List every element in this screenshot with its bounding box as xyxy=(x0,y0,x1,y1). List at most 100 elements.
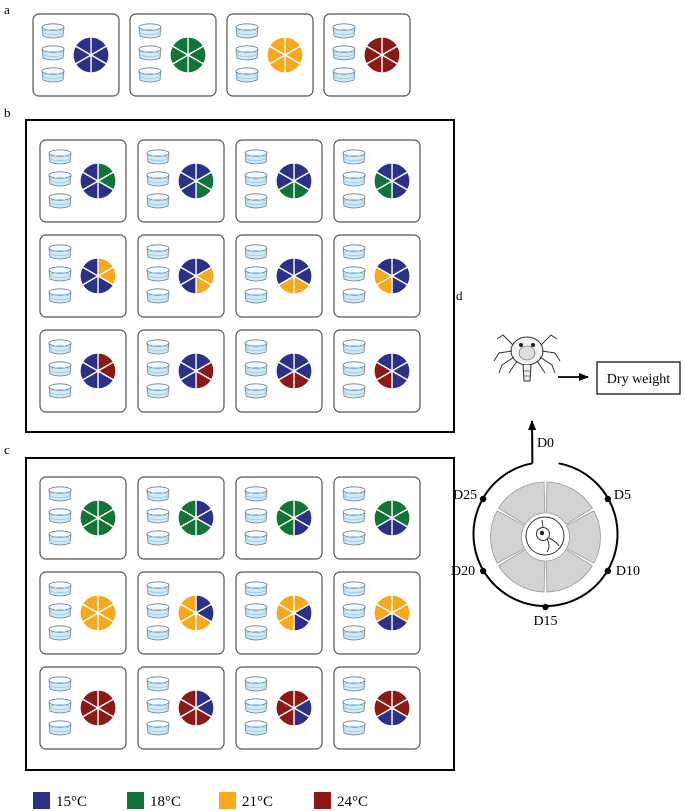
culture-cell xyxy=(39,476,127,560)
ring-compartment xyxy=(545,481,593,526)
legend-swatch xyxy=(314,792,331,809)
culture-cell xyxy=(333,571,421,655)
ring-compartment xyxy=(498,481,546,526)
water-cup-icon xyxy=(244,149,268,165)
temperature-pie xyxy=(363,36,401,74)
pie-slice-red xyxy=(179,689,197,710)
water-cup-icon xyxy=(342,244,366,260)
water-cup-icon xyxy=(48,171,72,187)
legend-swatch xyxy=(33,792,50,809)
temperature-pie xyxy=(373,257,411,295)
water-cup-icon xyxy=(342,266,366,282)
adult-crab-icon xyxy=(493,334,561,382)
water-cup-icon xyxy=(244,244,268,260)
temperature-pie xyxy=(177,257,215,295)
water-cup-icon xyxy=(342,361,366,377)
water-cup-icon xyxy=(146,383,170,399)
culture-cell xyxy=(39,571,127,655)
pie-slice-orange xyxy=(81,594,99,615)
temperature-pie xyxy=(373,499,411,537)
water-cup-icon xyxy=(146,149,170,165)
legend-item: 15°C xyxy=(33,792,87,810)
water-cup-icon xyxy=(332,23,356,39)
temperature-pie xyxy=(79,352,117,390)
culture-cell xyxy=(226,13,314,97)
water-cup-icon xyxy=(48,581,72,597)
pie-slice-orange xyxy=(268,36,286,57)
pie-slice-blue xyxy=(179,257,197,278)
pie-slice-blue xyxy=(277,162,295,183)
water-cup-icon xyxy=(138,45,162,61)
temperature-pie xyxy=(177,499,215,537)
water-cup-icon xyxy=(48,288,72,304)
temperature-pie xyxy=(373,162,411,200)
panel-label-b: b xyxy=(4,105,11,120)
water-cup-icon xyxy=(48,361,72,377)
water-cup-icon xyxy=(41,67,65,83)
legend-label: 15°C xyxy=(56,794,87,810)
day-marker-dot xyxy=(479,567,487,575)
water-cup-icon xyxy=(342,383,366,399)
water-cup-icon xyxy=(342,530,366,546)
culture-cell xyxy=(333,666,421,750)
culture-cell xyxy=(235,139,323,223)
water-cup-icon xyxy=(48,508,72,524)
water-cup-icon xyxy=(244,288,268,304)
water-cup-icon xyxy=(138,23,162,39)
culture-cell xyxy=(137,234,225,318)
water-cup-icon xyxy=(48,383,72,399)
day-marker-dot xyxy=(604,495,612,503)
temperature-pie xyxy=(169,36,207,74)
culture-cell xyxy=(137,476,225,560)
water-cup-icon xyxy=(244,581,268,597)
water-cup-icon xyxy=(244,720,268,736)
water-cup-icon xyxy=(342,486,366,502)
water-cup-icon xyxy=(146,193,170,209)
pie-slice-blue xyxy=(277,257,295,278)
water-cup-icon xyxy=(146,581,170,597)
panel-label-a: a xyxy=(4,2,10,17)
culture-cell xyxy=(137,329,225,413)
water-cup-icon xyxy=(48,698,72,714)
water-cup-icon xyxy=(146,266,170,282)
day-marker-dot xyxy=(479,495,487,503)
water-cup-icon xyxy=(244,339,268,355)
pie-slice-green xyxy=(277,499,295,520)
water-cup-icon xyxy=(48,625,72,641)
pie-slice-green xyxy=(81,499,99,520)
water-cup-icon xyxy=(244,603,268,619)
dry-weight-box xyxy=(596,361,681,395)
panel-b-grid xyxy=(39,139,421,413)
temperature-pie xyxy=(275,162,313,200)
water-cup-icon xyxy=(146,486,170,502)
water-cup-icon xyxy=(138,67,162,83)
day-marker-dot xyxy=(604,567,612,575)
temperature-pie xyxy=(275,257,313,295)
water-cup-icon xyxy=(48,244,72,260)
pie-slice-blue xyxy=(81,162,99,183)
water-cup-icon xyxy=(244,530,268,546)
temperature-pie xyxy=(79,689,117,727)
culture-cell xyxy=(235,476,323,560)
culture-cell xyxy=(235,329,323,413)
temperature-pie xyxy=(177,162,215,200)
temperature-pie xyxy=(373,352,411,390)
temperature-pie xyxy=(373,594,411,632)
water-cup-icon xyxy=(342,149,366,165)
water-cup-icon xyxy=(146,339,170,355)
culture-cell xyxy=(333,234,421,318)
culture-cell xyxy=(129,13,217,97)
water-cup-icon xyxy=(41,23,65,39)
water-cup-icon xyxy=(244,625,268,641)
culture-cell xyxy=(39,666,127,750)
water-cup-icon xyxy=(146,698,170,714)
temperature-pie xyxy=(373,689,411,727)
water-cup-icon xyxy=(342,171,366,187)
pie-slice-red xyxy=(365,36,383,57)
water-cup-icon xyxy=(146,530,170,546)
culture-cell xyxy=(235,666,323,750)
panel-c-grid xyxy=(39,476,421,750)
water-cup-icon xyxy=(146,288,170,304)
panel-b-frame xyxy=(25,119,455,433)
